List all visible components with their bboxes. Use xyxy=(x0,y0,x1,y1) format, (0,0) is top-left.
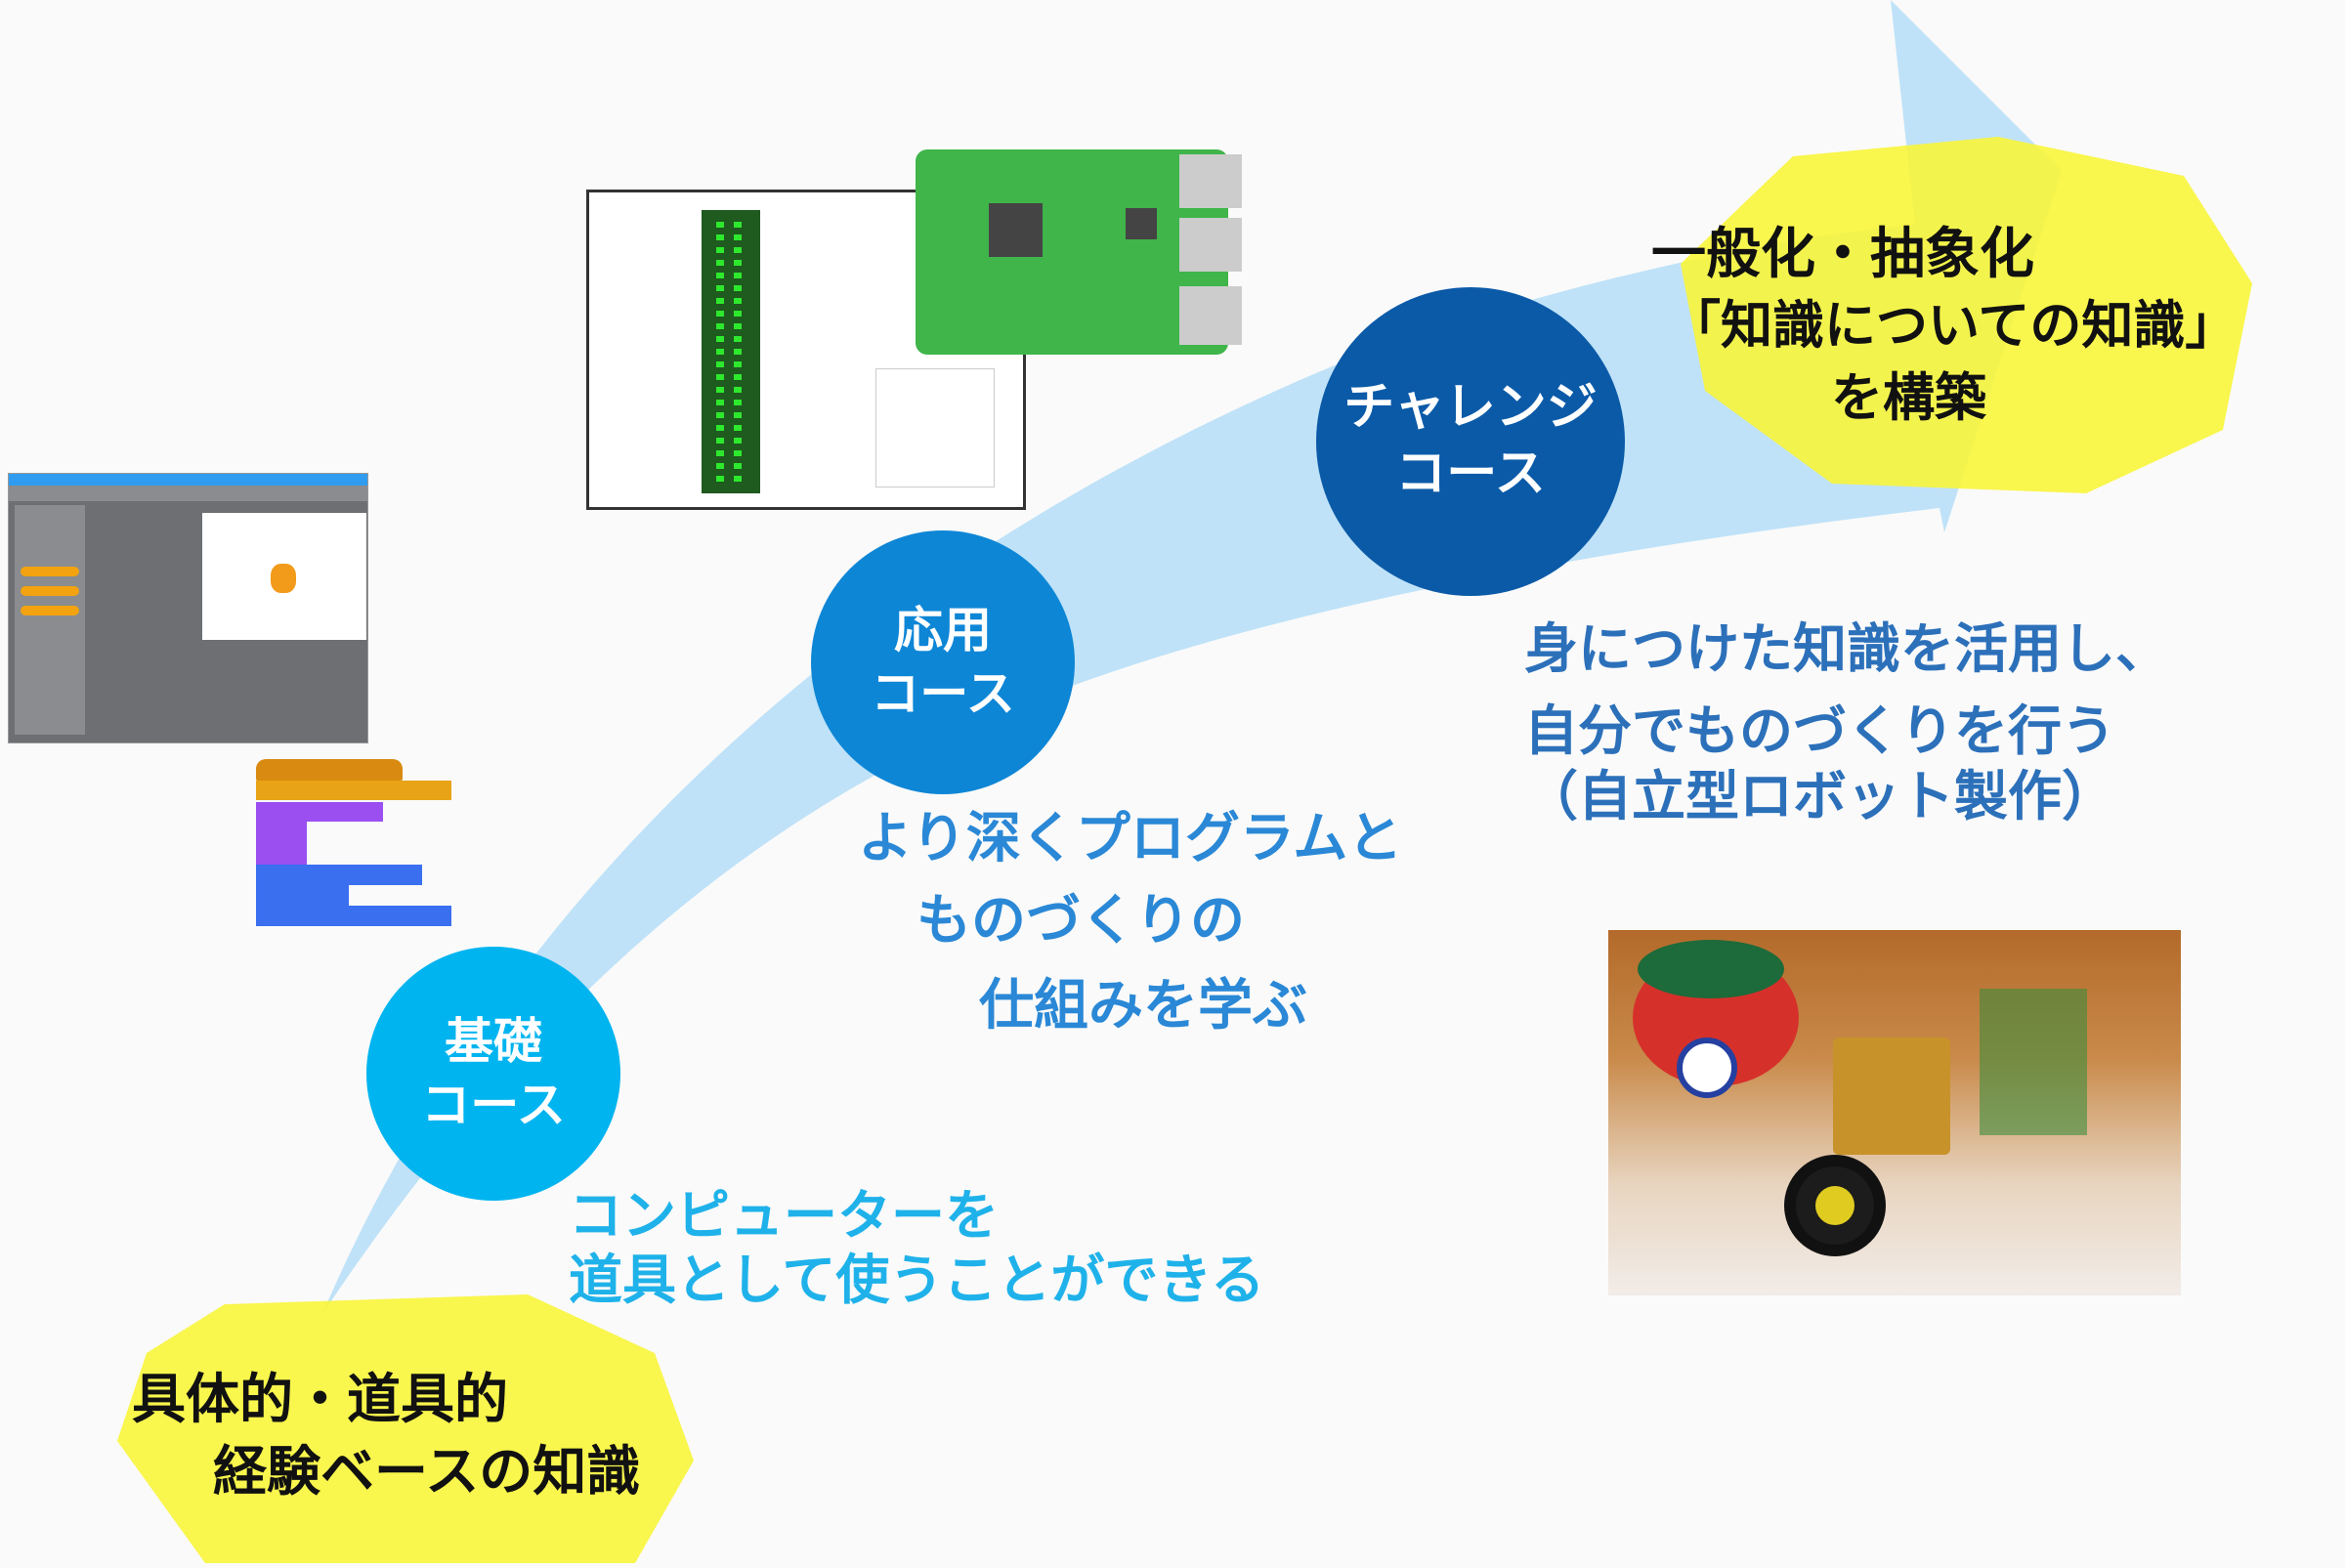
applied-description-line2: ものづくりの xyxy=(917,889,1245,953)
course-applied-line1: 応用 xyxy=(894,602,992,658)
course-challenge: チャレンジ コース xyxy=(1316,287,1625,596)
course-applied-line2: コース xyxy=(871,665,1015,722)
scratch-screenshot xyxy=(8,473,368,743)
course-applied: 応用 コース xyxy=(811,530,1075,794)
course-basic: 基礎 コース xyxy=(366,947,620,1201)
challenge-description-line2: 自分でものづくりを行う xyxy=(1524,699,2116,762)
applied-description-line3: 仕組みを学ぶ xyxy=(979,974,1307,1038)
basic-description-line1: コンピューターを xyxy=(569,1184,1000,1247)
top-blob-line3: を構築 xyxy=(1831,368,1986,428)
applied-description-line1: より深くプログラムと xyxy=(858,807,1403,870)
bottom-highlight-blob xyxy=(117,1294,694,1563)
course-basic-line1: 基礎 xyxy=(445,1013,542,1070)
raspberry-pi-board xyxy=(916,149,1242,359)
course-challenge-line2: コース xyxy=(1395,445,1546,503)
top-blob-line1: 一般化・抽象化 xyxy=(1651,223,2034,286)
scratch-blocks xyxy=(256,757,453,928)
challenge-description-line1: 身につけた知識を活用し、 xyxy=(1524,617,2170,680)
top-blob-line2: 「知識についての知識」 xyxy=(1669,296,2238,356)
robot-photo xyxy=(1608,930,2181,1295)
bottom-blob-line1: 具体的・道具的 xyxy=(132,1368,509,1430)
challenge-description-line3: （自立型ロボット製作） xyxy=(1524,765,2116,827)
bottom-blob-line2: 経験ベースの知識 xyxy=(213,1440,641,1503)
course-basic-line2: コース xyxy=(421,1077,566,1133)
top-highlight-blob xyxy=(1681,137,2252,493)
course-challenge-line1: チャレンジ xyxy=(1343,378,1598,438)
basic-description-line2: 道具として使うことができる xyxy=(569,1249,1265,1311)
